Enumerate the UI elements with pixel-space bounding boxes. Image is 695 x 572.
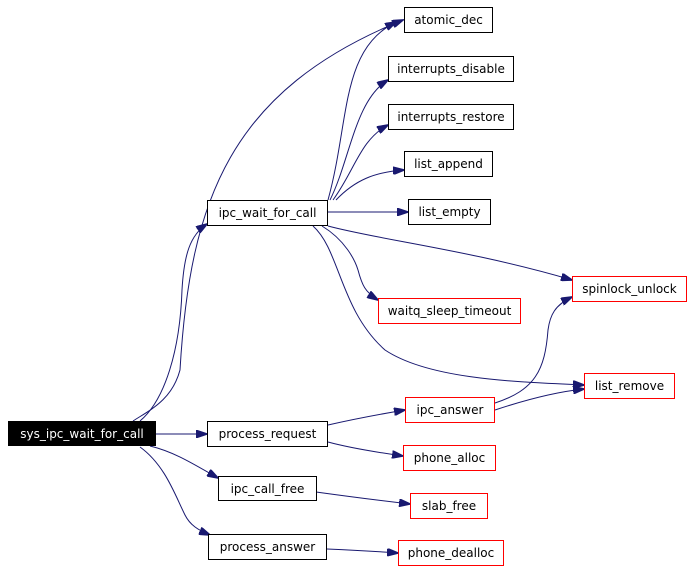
edge-ipc_wait_for_call-list_remove <box>312 225 584 385</box>
edge-ipc_answer-spinlock_unlock <box>494 297 572 404</box>
edge-ipc_wait_for_call-interrupts_restore <box>332 125 388 201</box>
node-spinlock-unlock[interactable]: spinlock_unlock <box>572 276 687 302</box>
node-process-request[interactable]: process_request <box>207 421 328 447</box>
edge-ipc_wait_for_call-list_append <box>335 170 404 201</box>
edge-sys_ipc_wait_for_call-atomic_dec <box>132 20 403 422</box>
node-list-remove[interactable]: list_remove <box>584 373 675 399</box>
node-interrupts-disable[interactable]: interrupts_disable <box>388 56 514 82</box>
node-atomic-dec[interactable]: atomic_dec <box>404 7 493 33</box>
edge-process_request-phone_alloc <box>327 441 403 456</box>
edge-process_request-ipc_answer <box>327 410 405 426</box>
node-sys-ipc-wait-for-call[interactable]: sys_ipc_wait_for_call <box>8 421 156 446</box>
edge-sys_ipc_wait_for_call-process_answer <box>139 446 210 535</box>
node-list-append[interactable]: list_append <box>404 151 493 177</box>
node-phone-alloc[interactable]: phone_alloc <box>403 445 496 471</box>
edge-sys_ipc_wait_for_call-ipc_wait_for_call <box>139 224 207 422</box>
node-waitq-sleep-timeout[interactable]: waitq_sleep_timeout <box>378 298 521 324</box>
edge-ipc_wait_for_call-waitq_sleep_timeout <box>321 225 378 300</box>
node-list-empty[interactable]: list_empty <box>408 199 491 225</box>
node-ipc-call-free[interactable]: ipc_call_free <box>218 476 317 501</box>
edge-process_answer-phone_dealloc <box>326 549 398 553</box>
edge-ipc_wait_for_call-spinlock_unlock <box>327 225 572 280</box>
node-ipc-wait-for-call[interactable]: ipc_wait_for_call <box>207 200 328 226</box>
edge-ipc_wait_for_call-atomic_dec <box>327 22 396 201</box>
node-phone-dealloc[interactable]: phone_dealloc <box>398 540 504 566</box>
edge-ipc_wait_for_call-interrupts_disable <box>329 80 388 201</box>
node-slab-free[interactable]: slab_free <box>410 493 488 519</box>
edge-ipc_call_free-slab_free <box>315 491 410 504</box>
edge-sys_ipc_wait_for_call-ipc_call_free <box>149 445 218 478</box>
node-ipc-answer[interactable]: ipc_answer <box>405 397 495 423</box>
edge-ipc_answer-list_remove <box>494 389 584 411</box>
node-interrupts-restore[interactable]: interrupts_restore <box>388 104 514 130</box>
node-process-answer[interactable]: process_answer <box>208 534 327 560</box>
